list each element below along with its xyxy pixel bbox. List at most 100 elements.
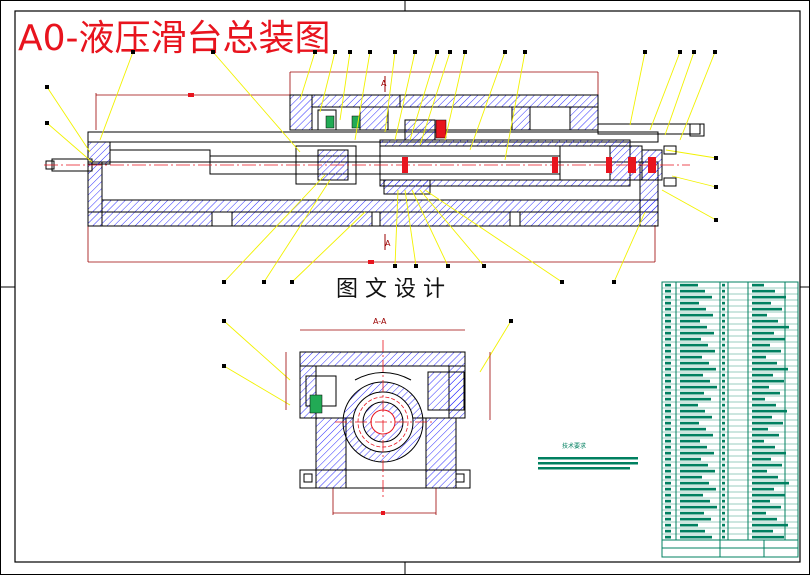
table-cell-mark — [752, 337, 785, 341]
table-cell-mark — [722, 469, 725, 473]
table-cell-mark — [680, 535, 712, 539]
table-cell-mark — [722, 373, 725, 377]
table-cell-mark — [665, 343, 671, 347]
table-cell-mark — [665, 481, 671, 485]
table-cell-mark — [722, 325, 725, 329]
table-cell-mark — [680, 487, 716, 491]
table-cell-mark — [722, 463, 725, 467]
table-cell-mark — [665, 367, 671, 371]
table-cell-mark — [680, 319, 700, 323]
table-cell-mark — [680, 373, 703, 377]
section-mark-bottom: A — [385, 239, 391, 248]
table-cell-mark — [665, 319, 671, 323]
table-cell-mark — [665, 511, 671, 515]
table-cell-mark — [665, 427, 671, 431]
table-cell-mark — [722, 301, 725, 305]
tech-requirements: 技术要求 — [538, 442, 638, 470]
table-cell-mark — [680, 301, 699, 305]
table-cell-mark — [680, 451, 714, 455]
table-cell-mark — [752, 421, 783, 425]
table-cell-mark — [680, 289, 705, 293]
table-cell-mark — [752, 511, 766, 515]
table-cell-mark — [680, 433, 713, 437]
table-cell-mark — [722, 445, 725, 449]
table-cell-mark — [665, 517, 671, 521]
table-cell-mark — [752, 469, 767, 473]
table-cell-mark — [665, 409, 671, 413]
table-cell-mark — [752, 487, 774, 491]
table-cell-mark — [752, 493, 785, 497]
table-cell-mark — [752, 523, 788, 527]
table-cell-mark — [722, 493, 725, 497]
main-elevation-view: A A — [44, 71, 705, 264]
table-cell-mark — [752, 313, 767, 317]
table-cell-mark — [680, 331, 714, 335]
table-cell-mark — [665, 487, 671, 491]
table-cell-mark — [722, 355, 725, 359]
table-cell-mark — [722, 421, 725, 425]
table-cell-mark — [752, 319, 778, 323]
table-cell-mark — [722, 523, 725, 527]
table-cell-mark — [752, 415, 772, 419]
table-cell-mark — [665, 373, 671, 377]
table-cell-mark — [722, 499, 725, 503]
table-cell-mark — [665, 385, 671, 389]
table-cell-mark — [722, 391, 725, 395]
table-cell-mark — [722, 289, 725, 293]
table-cell-mark — [665, 439, 671, 443]
table-cell-mark — [752, 307, 782, 311]
table-cell-mark — [752, 529, 773, 533]
table-cell-mark — [752, 391, 780, 395]
table-cell-mark — [752, 475, 778, 479]
table-cell-mark — [680, 385, 717, 389]
table-cell-mark — [752, 463, 782, 467]
table-cell-mark — [752, 295, 786, 299]
table-cell-mark — [722, 385, 725, 389]
table-cell-mark — [752, 289, 775, 293]
table-cell-mark — [680, 523, 698, 527]
table-cell-mark — [680, 355, 702, 359]
table-cell-mark — [752, 409, 787, 413]
part-balloons — [45, 50, 718, 368]
table-cell-mark — [665, 295, 671, 299]
table-cell-mark — [680, 493, 703, 497]
table-cell-mark — [752, 379, 784, 383]
table-cell-mark — [722, 427, 725, 431]
table-cell-mark — [722, 415, 725, 419]
table-cell-mark — [722, 337, 725, 341]
table-cell-mark — [680, 481, 709, 485]
table-cell-mark — [680, 529, 705, 533]
table-cell-mark — [665, 433, 671, 437]
table-cell-mark — [665, 463, 671, 467]
table-cell-mark — [722, 403, 725, 407]
table-cell-mark — [722, 361, 725, 365]
table-cell-mark — [680, 325, 707, 329]
table-cell-mark — [752, 343, 770, 347]
table-cell-mark — [665, 283, 671, 287]
table-cell-mark — [680, 397, 711, 401]
table-cell-mark — [680, 337, 701, 341]
table-cell-mark — [752, 439, 764, 443]
table-cell-mark — [680, 367, 716, 371]
table-cell-mark — [752, 367, 788, 371]
table-cell-mark — [665, 397, 671, 401]
table-cell-mark — [665, 289, 671, 293]
table-cell-mark — [722, 367, 725, 371]
table-cell-mark — [752, 535, 784, 539]
table-cell-mark — [722, 451, 725, 455]
parts-list-rows — [662, 283, 798, 539]
table-cell-mark — [722, 439, 725, 443]
table-cell-mark — [752, 361, 777, 365]
table-cell-mark — [722, 283, 725, 287]
table-cell-mark — [665, 445, 671, 449]
table-cell-mark — [680, 295, 712, 299]
table-cell-mark — [722, 511, 725, 515]
table-cell-mark — [665, 505, 671, 509]
table-cell-mark — [665, 529, 671, 533]
table-cell-mark — [722, 457, 725, 461]
table-cell-mark — [722, 331, 725, 335]
table-cell-mark — [680, 463, 708, 467]
table-cell-mark — [665, 337, 671, 341]
part-leaders — [46, 51, 717, 406]
table-cell-mark — [665, 313, 671, 317]
